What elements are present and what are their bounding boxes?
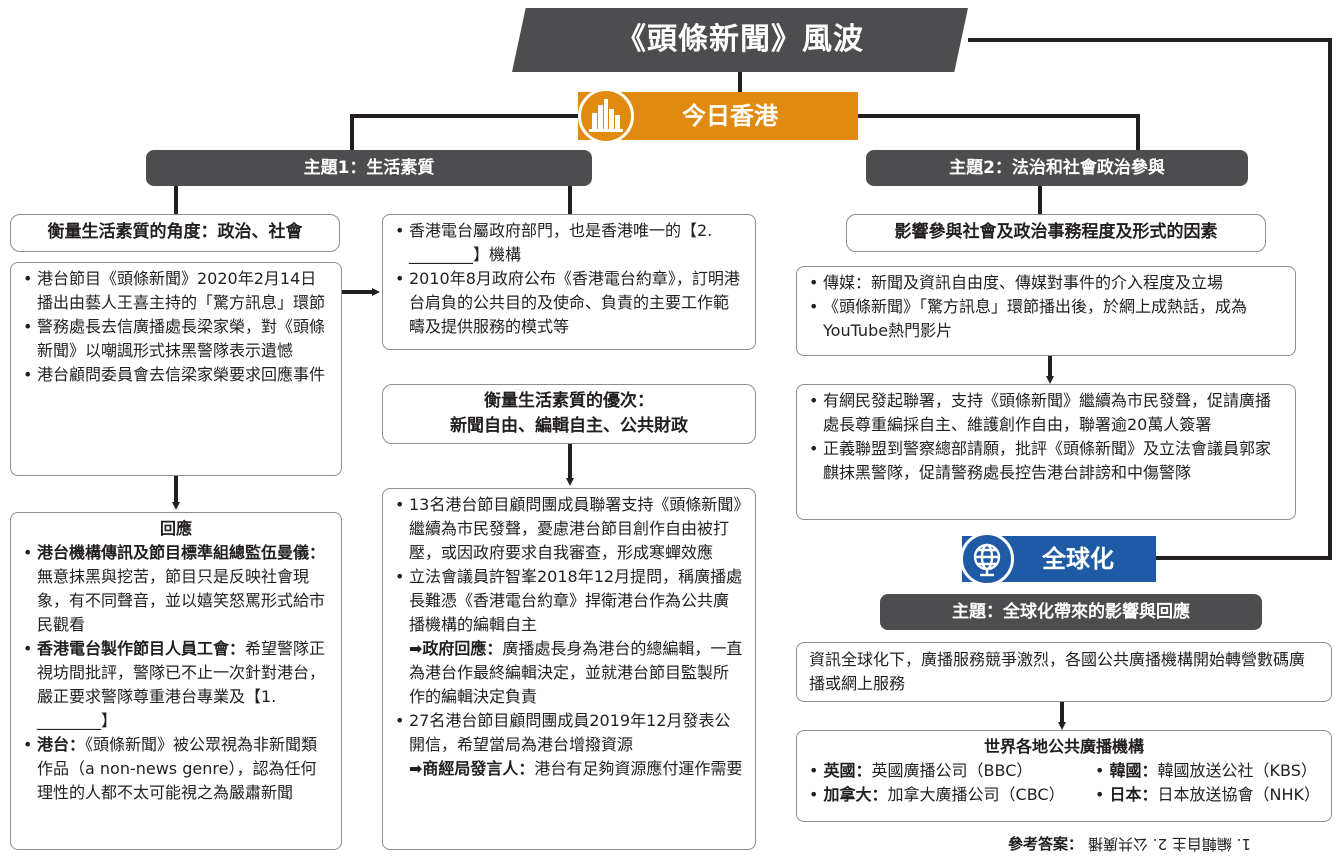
participation-factors-box: 影響參與社會及政治事務程度及形式的因素 xyxy=(846,214,1266,252)
right-loop-line xyxy=(968,38,1332,560)
response-item: 港台機構傳訊及節目標準組總監伍曼儀：無意抹黑與挖苦，節目只是反映社會現象，有不同… xyxy=(23,541,329,637)
globe-icon xyxy=(960,532,1014,586)
action-item: 正義聯盟到警察總部請願，批評《頭條新聞》及立法會議員郭家麒抹黑警隊，促請警務處長… xyxy=(809,437,1283,485)
quality-angle-box: 衡量生活素質的角度：政治、社會 xyxy=(10,214,340,252)
response-item: 香港電台製作節目人員工會：希望警隊正視坊間批評，警隊已不止一次針對港台，嚴正要求… xyxy=(23,637,329,733)
global-theme-header: 主題：全球化帶來的影響與回應 xyxy=(880,594,1262,630)
theme2-header: 主題2：法治和社會政治參與 xyxy=(866,150,1248,186)
developments-box: 13名港台節目顧問團成員聯署支持《頭條新聞》繼續為市民發聲，憂慮港台節目創作自由… xyxy=(382,488,756,850)
broadcaster-item: • 英國：英國廣播公司（BBC） xyxy=(809,761,1033,780)
media-item: 傳媒：新聞及資訊自由度、傳媒對事件的介入程度及立場 xyxy=(809,271,1283,295)
event-item: 港台顧問委員會去信梁家榮要求回應事件 xyxy=(23,363,329,387)
response-item: 港台：《頭條新聞》被公眾視為非新聞類作品（a non-news genre），認… xyxy=(23,733,329,805)
cedb-response-label: 商經局發言人： xyxy=(422,759,535,778)
actions-box: 有網民發起聯署，支持《頭條新聞》繼續為市民發聲，促請廣播處長尊重編採自主、維護創… xyxy=(796,384,1296,520)
development-item: 27名港台節目顧問團成員2019年12月發表公開信，希望當局為港台增撥資源 ➡商… xyxy=(395,709,743,781)
response-box: 回應 港台機構傳訊及節目標準組總監伍曼儀：無意抹黑與挖苦，節目只是反映社會現象，… xyxy=(10,512,342,850)
rthk-item: 香港電台屬政府部門，也是香港唯一的【2. ________】機構 xyxy=(395,219,743,267)
development-item: 13名港台節目顧問團成員聯署支持《頭條新聞》繼續為市民發聲，憂慮港台節目創作自由… xyxy=(395,493,743,565)
media-box: 傳媒：新聞及資訊自由度、傳媒對事件的介入程度及立場 《頭條新聞》「驚方訊息」環節… xyxy=(796,266,1296,356)
broadcaster-item: • 韓國：韓國放送公社（KBS） xyxy=(1095,761,1317,780)
broadcasters-box: 世界各地公共廣播機構 • 英國：英國廣播公司（BBC） • 韓國：韓國放送公社（… xyxy=(796,730,1332,822)
rthk-info-box: 香港電台屬政府部門，也是香港唯一的【2. ________】機構 2010年8月… xyxy=(382,214,756,350)
global-tag-label: 全球化 xyxy=(1042,545,1114,573)
event-item: 警務處長去信廣播處長梁家榮，對《頭條新聞》以嘲諷形式抹黑警隊表示遺憾 xyxy=(23,315,329,363)
broadcaster-item: • 日本：日本放送協會（NHK） xyxy=(1095,785,1321,804)
event-item: 港台節目《頭條新聞》2020年2月14日播出由藝人王喜主持的「驚方訊息」環節 xyxy=(23,267,329,315)
answers-text: 1. 編輯自主 2. 公共廣播 xyxy=(1087,835,1251,853)
media-item: 《頭條新聞》「驚方訊息」環節播出後，於網上成熱話，成為YouTube熱門影片 xyxy=(809,295,1283,343)
gov-response-label: 政府回應： xyxy=(422,639,503,658)
development-item: 立法會議員許智峯2018年12月提問，稱廣播處長難憑《香港電台約章》捍衛港台作為… xyxy=(395,565,743,709)
hk-tag-label: 今日香港 xyxy=(682,102,778,130)
hk-icon xyxy=(578,88,634,144)
broadcasters-title: 世界各地公共廣播機構 xyxy=(983,737,1144,756)
rthk-item: 2010年8月政府公布《香港電台約章》，訂明港台肩負的公共目的及使命、負責的主要… xyxy=(395,267,743,339)
reference-answers: 參考答案： 1. 編輯自主 2. 公共廣播 xyxy=(1008,832,1251,856)
events-box: 港台節目《頭條新聞》2020年2月14日播出由藝人王喜主持的「驚方訊息」環節 警… xyxy=(10,262,342,476)
answers-label: 參考答案： xyxy=(1008,835,1084,853)
impact-box: 資訊全球化下，廣播服務競爭激烈，各國公共廣播機構開始轉營數碼廣播或網上服務 xyxy=(796,642,1332,702)
priority-line1: 衡量生活素質的優次： xyxy=(484,391,654,411)
priority-line2: 新聞自由、編輯自主、公共財政 xyxy=(450,416,688,436)
quality-priority-box: 衡量生活素質的優次： 新聞自由、編輯自主、公共財政 xyxy=(382,384,756,444)
action-item: 有網民發起聯署，支持《頭條新聞》繼續為市民發聲，促請廣播處長尊重編採自主、維護創… xyxy=(809,389,1283,437)
main-title: 《頭條新聞》風波 xyxy=(512,8,968,72)
response-title: 回應 xyxy=(159,519,192,538)
broadcaster-item: • 加拿大：加拿大廣播公司（CBC） xyxy=(809,785,1065,804)
theme1-header: 主題1：生活素質 xyxy=(146,150,592,186)
